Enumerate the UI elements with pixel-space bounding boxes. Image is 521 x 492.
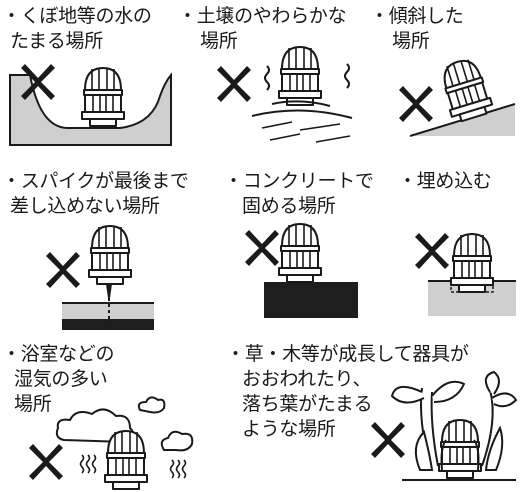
illus-embed xyxy=(415,233,516,316)
caption-slope: ・傾斜した 場所 xyxy=(370,4,464,54)
illus-soft-soil xyxy=(217,46,353,143)
caption-line: ・埋め込む xyxy=(398,170,492,192)
prohibited-x-icon xyxy=(415,233,449,269)
prohibited-x-icon xyxy=(29,444,63,480)
prohibited-x-icon xyxy=(245,230,279,266)
caption-line: 場所 xyxy=(200,30,238,52)
garden-light-icon xyxy=(81,67,125,127)
caption-line: 差し込めない場所 xyxy=(10,195,160,217)
caption-line: ・スパイクが最後まで xyxy=(2,170,189,192)
caption-line: ・コンクリートで xyxy=(224,170,374,192)
illus-bathroom xyxy=(29,396,194,490)
garden-light-icon xyxy=(278,223,322,283)
caption-line: 場所 xyxy=(392,30,430,52)
garden-light-icon xyxy=(278,46,322,106)
garden-light-icon xyxy=(104,430,148,490)
caption-line: 湿気の多い xyxy=(14,368,108,390)
prohibited-x-icon xyxy=(371,422,405,458)
caption-concrete: ・コンクリートで 固める場所 xyxy=(224,169,374,219)
illus-spike xyxy=(46,225,154,330)
caption-embed: ・埋め込む xyxy=(398,169,492,194)
caption-line: ・くぼ地等の水の xyxy=(2,5,152,27)
prohibited-x-icon xyxy=(217,66,251,102)
garden-light-icon xyxy=(450,233,494,293)
prohibited-x-icon xyxy=(399,86,433,122)
caption-hollow: ・くぼ地等の水の たまる場所 xyxy=(2,4,152,54)
prohibited-x-icon xyxy=(46,252,80,288)
illus-vegetation xyxy=(371,370,518,481)
garden-light-icon xyxy=(436,54,496,125)
caption-line: ・傾斜した xyxy=(370,5,464,27)
garden-light-icon xyxy=(438,419,482,479)
caption-line: ・浴室などの xyxy=(2,343,115,365)
caption-line: ような場所 xyxy=(242,418,336,440)
caption-line: 落ち葉がたまる xyxy=(242,393,373,415)
caption-line: 固める場所 xyxy=(242,195,336,217)
caption-line: ・土壌のやわらかな xyxy=(178,5,347,27)
illus-slope xyxy=(399,54,516,137)
caption-vegetation: ・草・木等が成長して器具が おおわれたり、 落ち葉がたまる ような場所 xyxy=(226,342,469,442)
caption-line: ・草・木等が成長して器具が xyxy=(226,343,469,365)
illus-hollow xyxy=(9,64,172,146)
caption-bathroom: ・浴室などの 湿気の多い 場所 xyxy=(2,342,115,417)
garden-light-icon xyxy=(88,225,132,285)
caption-line: 場所 xyxy=(14,393,52,415)
caption-spike: ・スパイクが最後まで 差し込めない場所 xyxy=(2,169,189,219)
caption-line: おおわれたり、 xyxy=(242,368,372,390)
caption-soft-soil: ・土壌のやわらかな 場所 xyxy=(178,4,347,54)
caption-line: たまる場所 xyxy=(10,30,103,52)
illus-concrete xyxy=(245,223,358,318)
